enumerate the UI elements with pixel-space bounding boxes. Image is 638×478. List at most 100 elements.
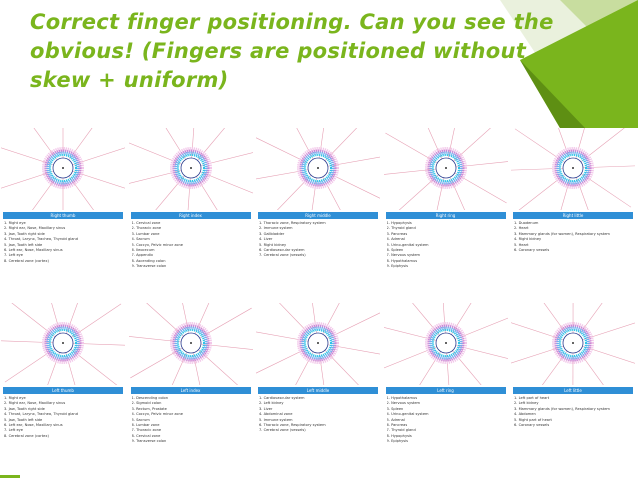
energy-ring xyxy=(429,151,462,185)
sector-line xyxy=(317,167,341,210)
list-item: 4. Throat, Larynx, Trachea, Thyroid glan… xyxy=(4,412,78,417)
list-item: 1. Right eye xyxy=(4,396,26,400)
sector-line xyxy=(190,167,218,210)
finger-label-bar: Left ring xyxy=(385,387,506,394)
center-dot xyxy=(189,167,192,169)
list-item: 1. Thoracic zone, Respiratory system xyxy=(259,221,326,225)
finger-label-bar: Left little xyxy=(513,387,633,394)
sector-line xyxy=(383,327,446,344)
sector-line xyxy=(317,167,380,199)
energy-ring xyxy=(424,147,467,189)
finger-label-bar: Right index xyxy=(130,212,251,219)
sector-line xyxy=(572,167,589,210)
sector-line xyxy=(445,161,508,169)
sector-line xyxy=(62,167,94,210)
energy-ring xyxy=(299,324,337,362)
list-item: 8. Hypothalamus xyxy=(386,258,418,263)
list-item: 2. Nervous system xyxy=(386,401,421,406)
energy-ring xyxy=(174,151,207,185)
energy-ring xyxy=(44,324,82,362)
finger-label-bar: Right middle xyxy=(258,212,378,219)
list-item: 6. Pancreas xyxy=(386,423,408,428)
energy-ring xyxy=(552,322,594,364)
energy-ring xyxy=(172,324,209,362)
sector-line xyxy=(256,331,319,344)
list-item: 6. Lumbar zone xyxy=(131,423,160,428)
sector-line xyxy=(560,167,574,210)
list-item: 2. Thoracic zone xyxy=(131,226,162,231)
energy-ring xyxy=(46,151,80,185)
sector-line xyxy=(543,303,574,344)
energy-ring xyxy=(552,147,594,189)
list-item: 9. Epiphysis xyxy=(386,264,409,269)
list-item: 3. Gallbladder xyxy=(259,231,285,236)
sector-line xyxy=(317,128,358,169)
energy-ring xyxy=(427,324,464,362)
sector-line xyxy=(312,303,319,344)
list-item: 4. Liver xyxy=(259,237,273,242)
energy-ring xyxy=(431,329,460,357)
sector-line xyxy=(572,128,625,169)
center-dot xyxy=(62,342,64,344)
sector-line xyxy=(445,342,482,385)
center-dot xyxy=(444,167,447,169)
sector-line xyxy=(445,342,508,359)
list-item: 2. Heart xyxy=(514,226,529,231)
sector-line xyxy=(190,128,194,169)
sector-line xyxy=(317,342,359,385)
list-item: 9. Transverse colon xyxy=(131,439,167,444)
bioenergy-gram xyxy=(1,303,125,385)
list-item: 6. Left ear, Nose, Maxillary sinus xyxy=(4,423,63,428)
list-item: 3. Jaw, Tooth right side xyxy=(4,406,45,411)
bioenergy-gram xyxy=(383,128,508,210)
list-item: 8. Cerebral zone (cortex) xyxy=(4,433,49,438)
list-item: 4. Urino-genital system xyxy=(386,412,429,417)
sector-line xyxy=(62,342,76,385)
sector-line xyxy=(436,167,446,210)
list-item: 1. Hypothalamus xyxy=(386,396,418,400)
energy-ring xyxy=(174,326,207,360)
list-item: 2. Left kidney xyxy=(514,401,539,406)
finger-label-bar: Left index xyxy=(130,387,251,394)
energy-ring xyxy=(297,322,339,364)
sector-line xyxy=(383,342,446,369)
list-item: 5. Heart xyxy=(514,242,529,247)
bioenergy-gram xyxy=(128,128,253,210)
sector-line xyxy=(445,317,508,344)
sector-line xyxy=(190,307,252,344)
bioenergy-gram xyxy=(256,128,380,210)
energy-ring xyxy=(42,322,84,364)
list-item: 1. Cardiovascular system xyxy=(259,396,305,400)
list-item: 8. Hypophysis xyxy=(386,433,412,438)
sector-line xyxy=(62,303,78,344)
sector-line xyxy=(295,342,319,385)
sector-line xyxy=(572,342,635,364)
sector-line xyxy=(511,322,574,344)
list-item: 5. Immune system xyxy=(259,417,293,422)
list-item: 2. Right ear, Nose, Maxillary sinus xyxy=(4,401,66,406)
energy-ring xyxy=(172,149,209,187)
bioenergy-gram xyxy=(256,303,380,385)
sector-line xyxy=(276,167,319,210)
sector-line xyxy=(411,303,446,344)
list-item: 1. Descending colon xyxy=(131,396,169,400)
energy-ring xyxy=(46,326,80,360)
sector-line xyxy=(445,167,507,204)
list-item: 2. Thyroid gland xyxy=(386,226,416,231)
sector-line xyxy=(51,303,64,344)
list-item: 4. Adrenal xyxy=(386,237,405,242)
sector-line xyxy=(317,303,340,344)
center-dot xyxy=(572,342,574,344)
energy-ring xyxy=(556,326,590,360)
sector-line xyxy=(296,128,319,169)
sector-line xyxy=(317,342,380,355)
list-item: 4. Right kidney xyxy=(514,237,542,242)
list-item: 1. Cervical zone xyxy=(131,221,161,225)
